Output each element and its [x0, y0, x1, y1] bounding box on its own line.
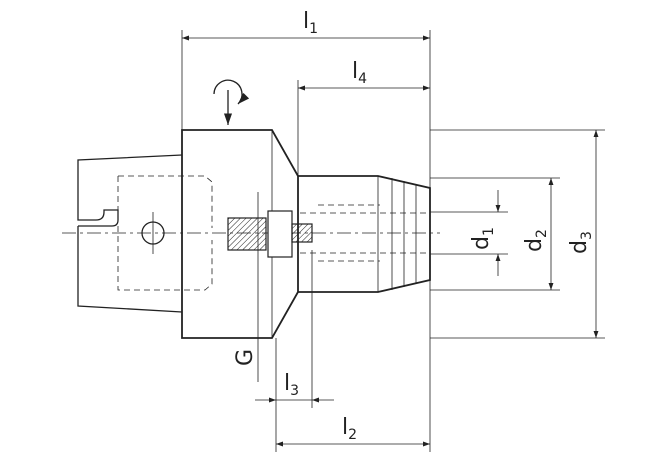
extension-lines: [181, 30, 605, 452]
dimension-lines: [182, 35, 599, 447]
label-l3: l3: [284, 371, 299, 399]
label-g: G: [233, 349, 258, 366]
clamping-screw: [227, 192, 313, 275]
shank: [77, 154, 213, 313]
label-l2: l2: [342, 415, 357, 443]
label-d2: d2: [522, 229, 550, 252]
label-d1: d1: [469, 227, 497, 250]
label-d3: d3: [567, 231, 595, 254]
collet-nose: [298, 175, 431, 293]
label-l4: l4: [352, 59, 367, 87]
label-l1: l1: [303, 9, 318, 37]
rotation-arrow-icon: [213, 79, 250, 125]
